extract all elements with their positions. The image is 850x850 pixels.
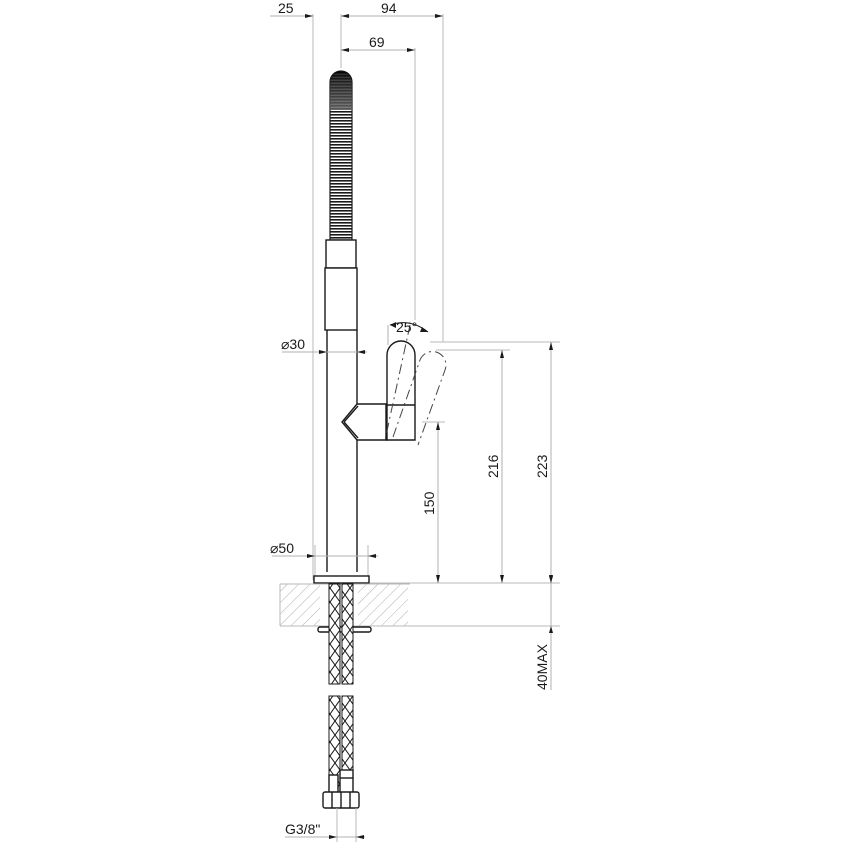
- label-25-degrees: 25°: [396, 319, 417, 335]
- supply-hoses: [328, 583, 354, 801]
- label-94: 94: [381, 0, 397, 16]
- dimension-25: 25: [270, 0, 313, 18]
- lever-ghost-open: [384, 324, 447, 446]
- extension-lines: [312, 14, 560, 627]
- dimension-thread: G3/8": [285, 808, 365, 842]
- spray-head: [324, 239, 358, 331]
- lever-housing: [341, 403, 388, 441]
- dimension-diameter-30: ⌀30: [281, 336, 367, 354]
- spout-hose: [329, 70, 353, 241]
- base-flange: [313, 575, 370, 584]
- dimension-69: 69: [341, 34, 415, 52]
- faucet-body: [326, 330, 358, 572]
- label-diameter-50: ⌀50: [270, 540, 294, 556]
- lever-handle[interactable]: [386, 340, 416, 441]
- label-223: 223: [534, 454, 550, 478]
- dimension-216: 216: [485, 350, 504, 583]
- countertop-section: [279, 583, 410, 627]
- label-69: 69: [369, 34, 385, 50]
- label-150: 150: [421, 491, 437, 515]
- hose-fittings: [322, 769, 360, 809]
- label-thread-size: G3/8": [285, 821, 320, 837]
- label-diameter-30: ⌀30: [281, 336, 305, 352]
- dimension-94: 94: [341, 0, 443, 18]
- label-25: 25: [278, 0, 294, 16]
- dimension-223: 223: [534, 342, 553, 583]
- dimension-diameter-50: ⌀50: [270, 540, 378, 578]
- label-216: 216: [485, 454, 501, 478]
- dimension-angle-25: 25°: [387, 319, 429, 345]
- dimension-40max: 40MAX: [534, 576, 553, 690]
- dimension-150: 150: [421, 422, 440, 583]
- label-40max: 40MAX: [534, 643, 550, 690]
